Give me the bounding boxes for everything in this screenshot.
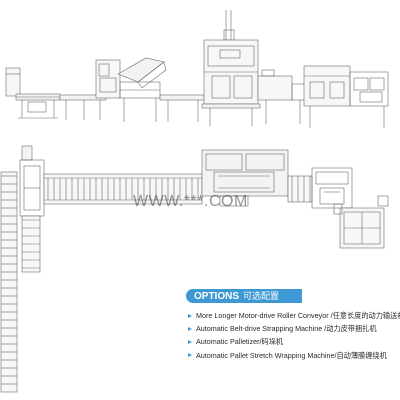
side-carton-machine [303,65,389,128]
plan-case-packer [201,149,289,207]
side-case-sealer [257,69,307,124]
plan-second-conveyor [21,215,41,273]
plan-view [0,145,389,393]
options-title: OPTIONS [194,291,240,302]
side-elevation-view [5,10,389,128]
option-item: Automatic Belt-drive Strapping Machine /… [187,322,400,335]
side-infeed-conveyor [5,67,61,119]
plan-left-unit [19,145,45,217]
plan-vertical-conveyor [0,171,18,393]
plan-sealer-conveyor [287,175,313,203]
options-list: More Longer Motor-drive Roller Conveyor … [187,309,400,362]
plan-palletizer [333,195,389,249]
plan-case-sealer [311,167,353,209]
watermark: WWW.***.COM [133,193,248,210]
side-case-erector [95,57,167,122]
option-item: Automatic Palletizer/码垛机 [187,335,400,348]
option-item: More Longer Motor-drive Roller Conveyor … [187,309,400,322]
options-title-cn: 可选配置 [243,291,280,301]
option-item: Automatic Pallet Stretch Wrapping Machin… [187,349,400,362]
side-roller-conveyor [59,94,107,120]
side-case-packer [201,10,261,126]
side-middle-conveyor [159,94,205,122]
plan-main-conveyor [43,173,203,205]
